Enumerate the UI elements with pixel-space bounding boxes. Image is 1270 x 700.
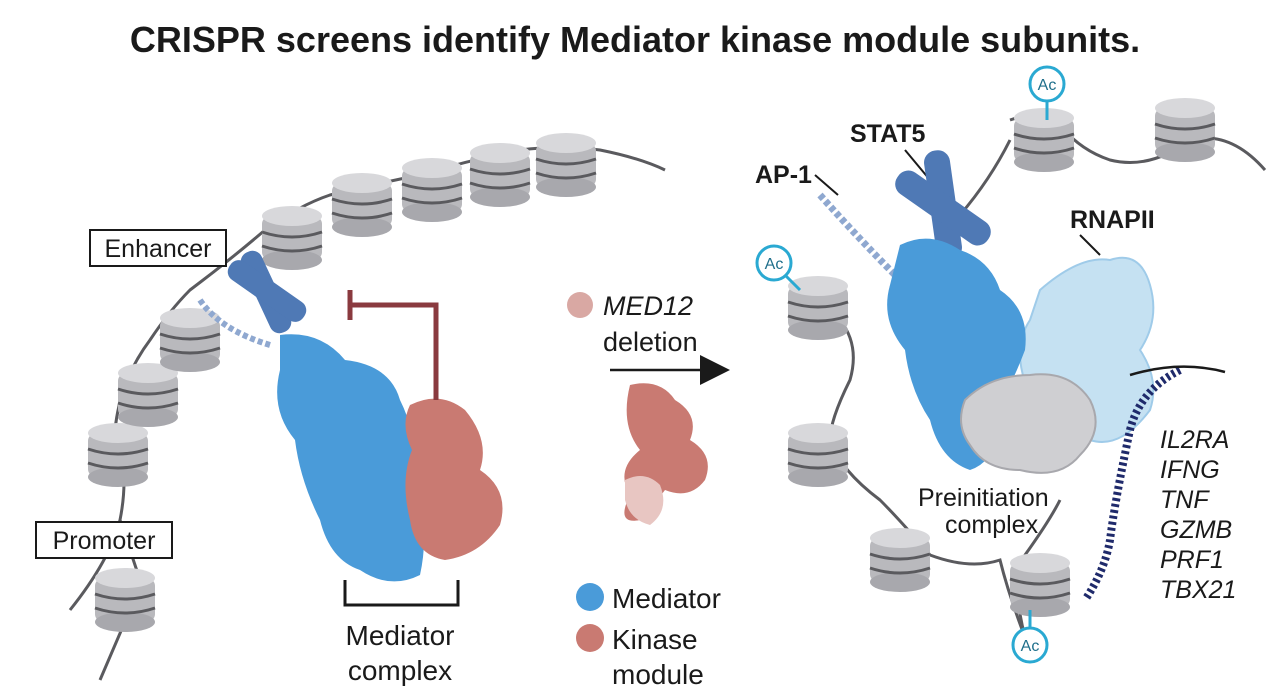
pic-label-line1: Preinitiation — [918, 484, 1049, 512]
preinitiation-complex-icon — [960, 373, 1097, 474]
transcript-strand — [1081, 366, 1182, 603]
gene-item: TBX21 — [1160, 576, 1236, 604]
acetyl-mark-bottom: Ac — [1011, 610, 1049, 664]
nucleosome-icon — [1008, 551, 1072, 619]
deletion-word: deletion — [603, 327, 698, 357]
mediator-complex-label-line2: complex — [348, 655, 452, 686]
legend-kinase-swatch — [576, 624, 604, 652]
legend-kinase-label-line2: module — [612, 659, 704, 690]
deletion-gene: MED12 — [603, 291, 693, 321]
nucleosome-icon — [534, 131, 598, 199]
nucleosome-icon — [158, 306, 222, 374]
gene-item: TNF — [1160, 486, 1210, 514]
nucleosome-icon — [260, 204, 324, 272]
nucleosome-icon — [1012, 106, 1076, 174]
promoter-label: Promoter — [53, 527, 156, 555]
ap1-helix-icon — [817, 192, 903, 283]
promoter-box — [35, 521, 173, 559]
nucleosome-icon — [330, 171, 394, 239]
target-gene-list: IL2RA IFNG TNF GZMB PRF1 TBX21 — [1160, 426, 1236, 604]
legend-mediator-swatch — [576, 583, 604, 611]
acetyl-label: Ac — [1021, 638, 1040, 655]
legend: Mediator Kinase module — [576, 583, 721, 690]
nucleosome-icon — [868, 526, 932, 594]
gene-item: IFNG — [1160, 456, 1220, 484]
left-panel: Enhancer Promoter Mediator complex — [35, 131, 666, 686]
transcription-factor-icon — [197, 250, 307, 348]
repression-arrow — [347, 290, 439, 400]
nucleosome-icon — [1153, 96, 1217, 164]
gene-item: IL2RA — [1160, 426, 1229, 454]
figure-title: CRISPR screens identify Mediator kinase … — [130, 19, 1140, 60]
nucleosome-icon — [786, 421, 850, 489]
stat5-icon — [895, 150, 991, 260]
rnapii-label: RNAPII — [1070, 206, 1155, 234]
acetyl-mark-top: Ac — [1028, 65, 1066, 120]
acetyl-mark-left: Ac — [755, 244, 802, 292]
nucleosome-icon — [400, 156, 464, 224]
acetyl-label: Ac — [765, 256, 784, 273]
mediator-complex-label-line1: Mediator — [346, 620, 455, 651]
legend-kinase-label-line1: Kinase — [612, 624, 698, 655]
nucleosome-icon — [468, 141, 532, 209]
stat5-label: STAT5 — [850, 120, 926, 148]
legend-mediator-label: Mediator — [612, 583, 721, 614]
mediator-complex-icon — [277, 334, 424, 582]
nucleosome-icon — [116, 361, 180, 429]
mediator-bracket — [343, 580, 460, 607]
deletion-dot-icon — [567, 292, 593, 318]
gene-item: GZMB — [1160, 516, 1232, 544]
nucleosome-icon — [93, 566, 157, 634]
nucleosome-icon — [86, 421, 150, 489]
enhancer-box — [89, 229, 227, 267]
gene-item: PRF1 — [1160, 546, 1224, 574]
right-panel: Ac Ac Ac AP-1 STAT5 RNAPII Prei — [755, 65, 1267, 664]
acetyl-label: Ac — [1038, 77, 1057, 94]
middle-panel: MED12 deletion — [567, 291, 730, 525]
ap1-label: AP-1 — [755, 161, 812, 189]
enhancer-label: Enhancer — [104, 235, 211, 263]
kinase-module-icon — [405, 398, 503, 560]
pic-label-line2: complex — [945, 511, 1039, 539]
